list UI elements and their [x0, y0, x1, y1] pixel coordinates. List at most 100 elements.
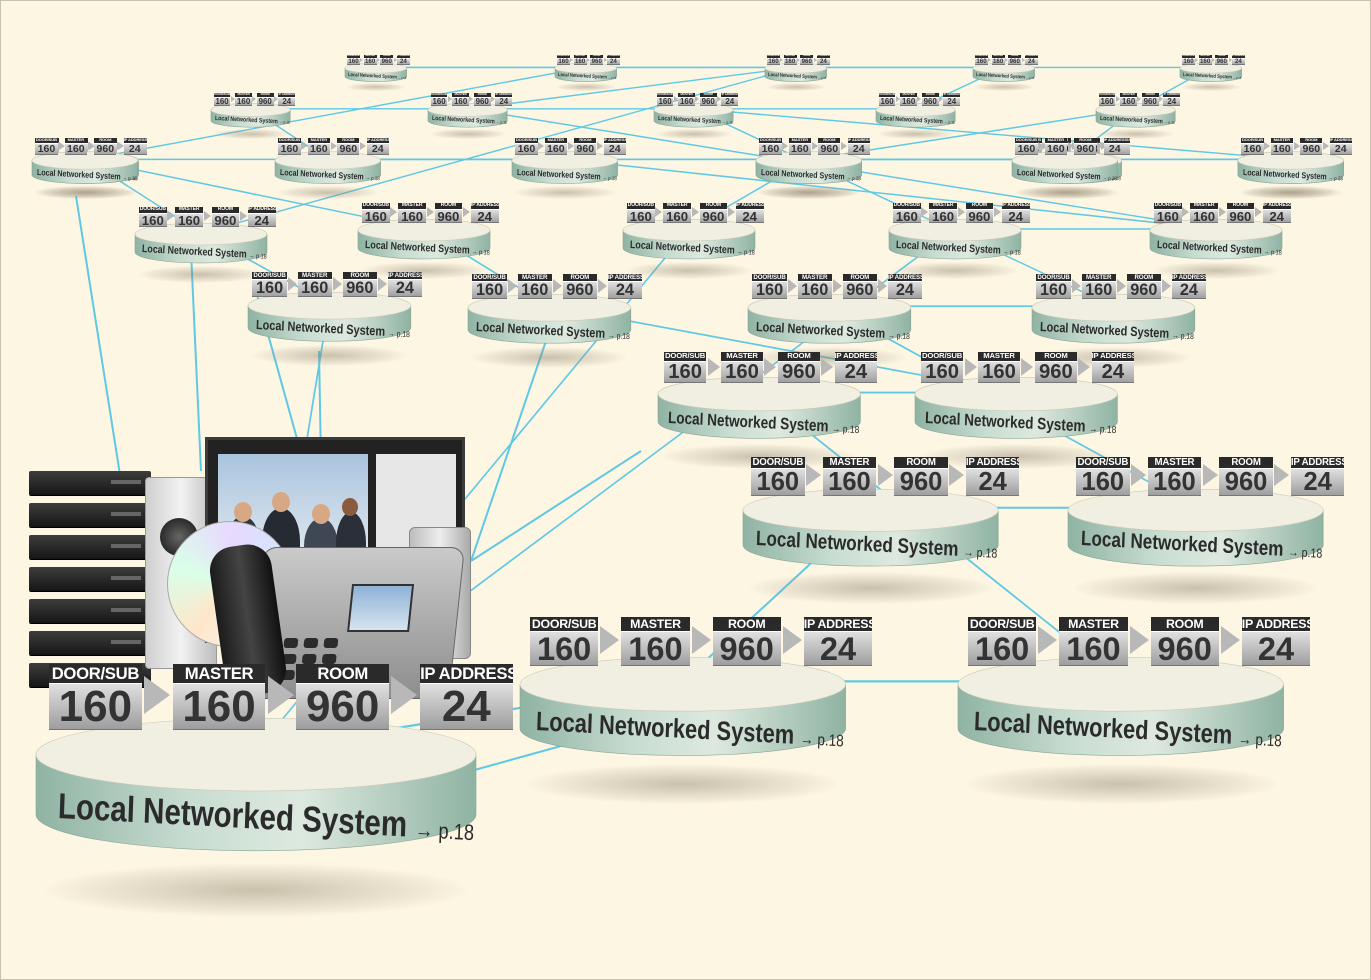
capacity-label-ip: IP ADDRESS — [834, 352, 878, 362]
capacity-value-door: 160 — [892, 208, 921, 224]
capacity-label-ip: IP ADDRESS — [887, 273, 923, 281]
capacity-value-ip: 24 — [278, 96, 296, 106]
node-disc — [888, 218, 1022, 260]
node-disc — [1237, 151, 1345, 184]
capacity-label-master: MASTER — [1190, 202, 1218, 209]
page-reference: → p.18 — [800, 730, 845, 751]
arrow-right-icon — [273, 96, 278, 103]
page-reference: → p.18 — [1238, 730, 1283, 751]
node-disc — [914, 377, 1118, 439]
capacity-value-door: 160 — [361, 208, 390, 224]
capacity-value-room: 960 — [342, 278, 377, 298]
capacity-value-room: 960 — [1215, 57, 1229, 66]
node-shadow — [250, 345, 408, 366]
capacity-value-ip: 24 — [123, 143, 146, 156]
node-disc — [1179, 62, 1243, 82]
capacity-label-room: ROOM — [1008, 55, 1022, 58]
page-reference: → p.18 — [608, 75, 617, 81]
arrow-right-icon — [917, 96, 922, 103]
capacity-value-ip: 24 — [396, 57, 410, 66]
capacity-value-ip: 24 — [1171, 280, 1207, 300]
node-disc — [554, 62, 618, 82]
capacity-value-room: 960 — [94, 143, 117, 156]
capacity-label-ip: IP ADDRESS — [847, 138, 870, 144]
arrow-right-icon — [1182, 207, 1190, 218]
capacity-value-ip: 24 — [965, 468, 1020, 497]
arrow-right-icon — [332, 276, 342, 291]
capacity-label-ip: IP ADDRESS — [603, 138, 626, 144]
capacity-label-room: ROOM — [699, 202, 728, 209]
rack-unit — [29, 631, 151, 655]
capacity-value-ip: 24 — [887, 280, 923, 300]
capacity-label-master: MASTER — [783, 55, 797, 58]
capacity-value-room: 960 — [590, 57, 604, 66]
capacity-value-master: 160 — [175, 212, 203, 228]
arrow-right-icon — [1096, 142, 1103, 151]
rack-unit — [29, 471, 151, 495]
arrow-right-icon — [1264, 142, 1271, 151]
capacity-label-room: ROOM — [800, 55, 814, 58]
node-shadow — [891, 262, 1019, 279]
arrow-right-icon — [570, 57, 574, 62]
node-shadow — [1181, 83, 1241, 91]
capacity-value-ip: 24 — [387, 278, 423, 298]
arrow-right-icon — [964, 357, 977, 376]
capacity-value-master: 160 — [1198, 57, 1212, 66]
capacity-value-room: 960 — [1034, 361, 1078, 384]
capacity-label-room: ROOM — [1219, 457, 1273, 469]
page-reference: → p.18 — [248, 252, 267, 261]
arrow-right-icon — [376, 57, 380, 62]
node-shadow — [137, 266, 265, 283]
capacity-value-room: 960 — [1008, 57, 1022, 66]
network-link — [190, 250, 202, 472]
capacity-value-door: 160 — [557, 57, 570, 66]
capacity-value-ip: 24 — [1329, 143, 1352, 156]
capacity-value-room: 960 — [434, 208, 463, 224]
arrow-right-icon — [707, 357, 720, 376]
capacity-label-room: ROOM — [473, 93, 491, 97]
capacity-label-master: MASTER — [363, 55, 377, 58]
capacity-label-door: DOOR/SUB — [967, 616, 1037, 631]
arrow-right-icon — [695, 96, 700, 103]
node-shadow — [655, 128, 732, 139]
capacity-label-room: ROOM — [777, 352, 821, 362]
arrow-right-icon — [1158, 96, 1163, 103]
capacity-label-door: DOOR/SUB — [361, 202, 390, 209]
capacity-value-room: 960 — [1074, 143, 1097, 156]
arrow-right-icon — [832, 278, 842, 293]
page-reference: → p.18 — [607, 330, 630, 341]
capacity-value-room: 960 — [211, 212, 240, 228]
arrow-right-icon — [782, 142, 789, 151]
capacity-value-ip: 24 — [606, 57, 620, 66]
capacity-label-room: ROOM — [921, 93, 939, 97]
capacity-label-room: ROOM — [1215, 55, 1229, 58]
arrow-right-icon — [780, 57, 784, 62]
capacity-label-door: DOOR/SUB — [878, 93, 896, 97]
capacity-label-room: ROOM — [1226, 202, 1255, 209]
capacity-value-door: 160 — [430, 96, 448, 106]
arrow-right-icon — [782, 625, 802, 654]
